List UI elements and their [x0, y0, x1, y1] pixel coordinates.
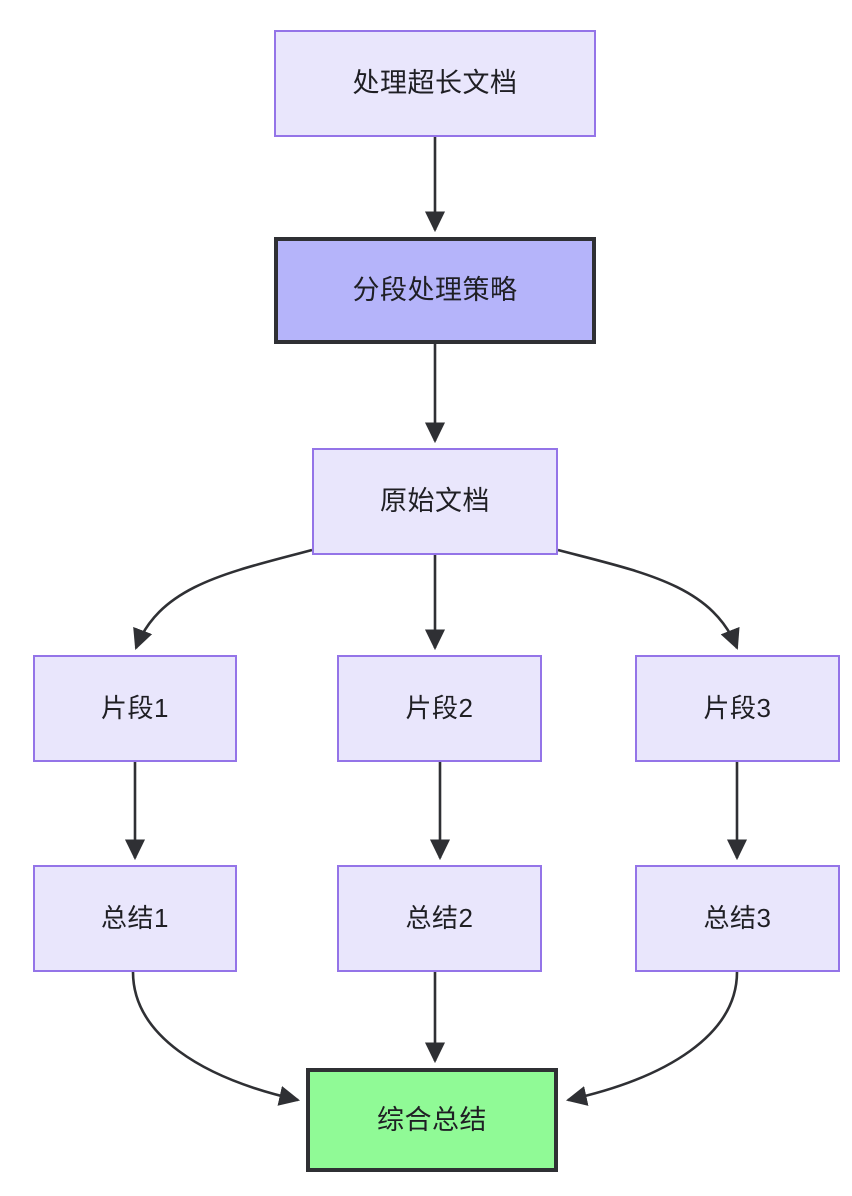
node-strategy-label: 分段处理策略: [352, 275, 518, 306]
node-final-summary-label: 综合总结: [377, 1104, 487, 1135]
node-chunk-1[interactable]: 片段1: [33, 655, 237, 762]
node-chunk-3[interactable]: 片段3: [635, 655, 840, 762]
node-chunk-2[interactable]: 片段2: [337, 655, 542, 762]
node-summary-3-label: 总结3: [703, 902, 772, 933]
node-chunk-3-label: 片段3: [703, 692, 772, 723]
node-summary-3[interactable]: 总结3: [635, 865, 840, 972]
edge-original-to-chunk3: [557, 548, 740, 650]
edge-summary3-to-final: [565, 971, 739, 1106]
node-doc[interactable]: 处理超长文档: [274, 30, 596, 137]
node-chunk-1-label: 片段1: [101, 692, 169, 723]
node-doc-label: 处理超长文档: [352, 68, 518, 99]
node-original-document[interactable]: 原始文档: [312, 448, 558, 555]
edge-summary1-to-final: [131, 971, 301, 1106]
edge-original-to-chunk1: [133, 548, 313, 650]
node-original-document-label: 原始文档: [380, 486, 490, 517]
node-summary-1-label: 总结1: [101, 902, 169, 933]
node-summary-1[interactable]: 总结1: [33, 865, 237, 972]
node-summary-2[interactable]: 总结2: [337, 865, 542, 972]
node-strategy[interactable]: 分段处理策略: [274, 237, 596, 344]
node-final-summary[interactable]: 综合总结: [306, 1068, 558, 1172]
node-summary-2-label: 总结2: [405, 902, 474, 933]
node-chunk-2-label: 片段2: [405, 692, 474, 723]
